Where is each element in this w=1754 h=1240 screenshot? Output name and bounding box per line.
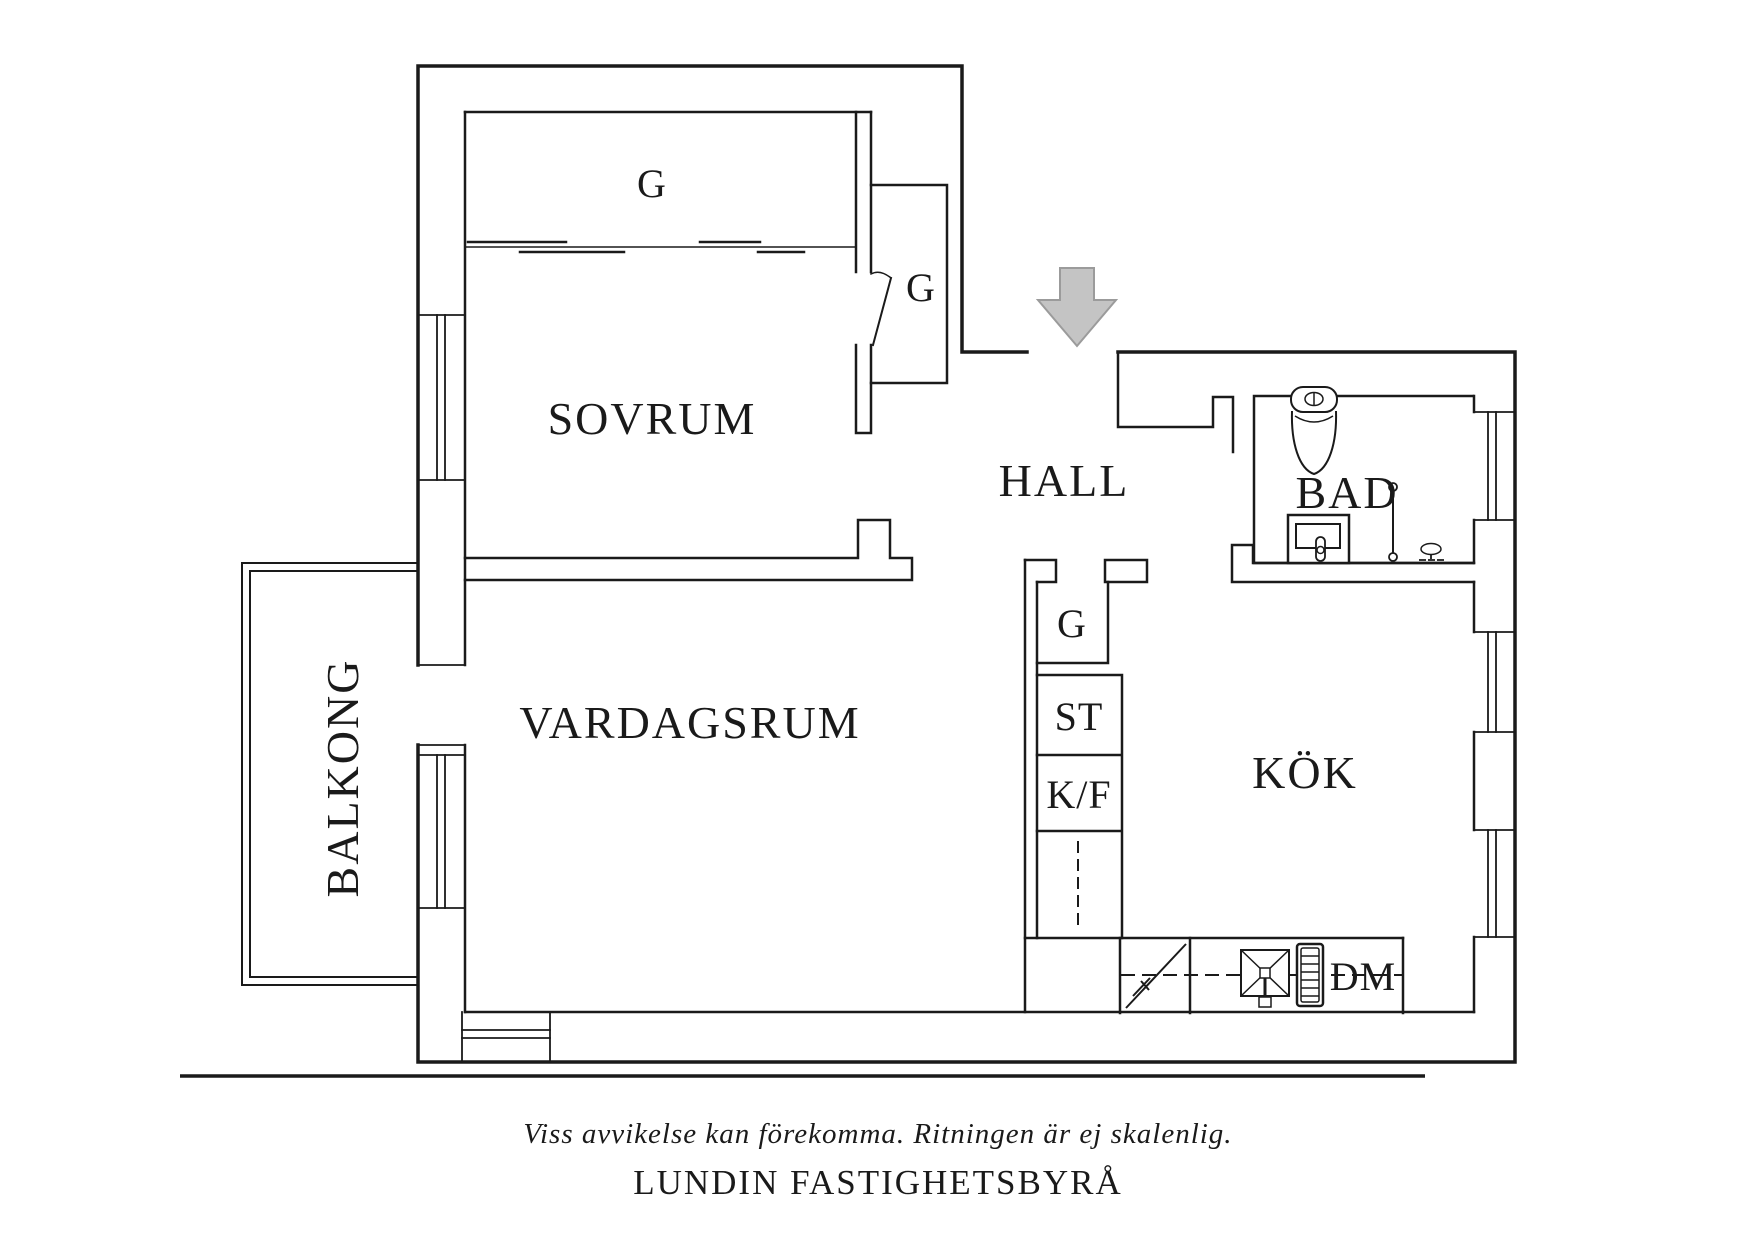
outer-wall-northwest <box>416 64 1029 667</box>
kitchen-window2-icon <box>1487 829 1497 938</box>
column-post-right <box>1103 558 1149 584</box>
bath-window-icon <box>1487 411 1497 521</box>
entry-niche-wall <box>1116 350 1235 454</box>
bathroom-fixtures <box>1286 386 1444 565</box>
dish-rack-rungs <box>1301 955 1319 997</box>
footer-brand-text: LUNDIN FASTIGHETSBYRÅ <box>633 1163 1123 1202</box>
south-window-icon <box>461 1029 551 1039</box>
entrance-arrow-icon <box>1035 267 1119 348</box>
bedroom-window-icon <box>436 314 446 481</box>
floor-drain-icon <box>1420 542 1442 556</box>
kitchen-sink-foot <box>1258 996 1272 1008</box>
room-label-sovrum: SOVRUM <box>548 393 757 444</box>
wardrobe-top-label: G <box>637 161 667 206</box>
kitchen-fixtures <box>1125 942 1325 1009</box>
footer: Viss avvikelse kan förekomma. Ritningen … <box>523 1118 1232 1202</box>
living-window-icon <box>436 754 446 909</box>
wardrobe-hall-door-arc <box>869 271 893 280</box>
room-label-hall: HALL <box>999 455 1130 506</box>
wardrobe-column-label: G <box>1057 601 1087 646</box>
outer-wall-southeast <box>416 350 1517 1064</box>
bath-sink-knob <box>1316 545 1325 555</box>
bedroom-window-caps <box>417 314 466 481</box>
wardrobe-hall-box <box>869 183 949 385</box>
dishwasher-label: DM <box>1330 954 1396 999</box>
kitchen-window2-caps <box>1473 829 1516 938</box>
column-post-left <box>1023 558 1058 584</box>
shower-rail-bottom <box>1388 552 1398 562</box>
stove-icon <box>1125 943 1187 1009</box>
closet-compartments <box>1035 673 1124 940</box>
kitchen-sink-drain <box>1259 967 1271 979</box>
walls <box>241 64 1517 1064</box>
footer-disclaimer-text: Viss avvikelse kan förekomma. Ritningen … <box>523 1118 1232 1150</box>
room-label-vardagsrum: VARDAGSRUM <box>519 697 860 748</box>
closet-label-kf: K/F <box>1046 772 1111 817</box>
balcony-door-threshold <box>417 664 466 746</box>
shower-rail-top <box>1388 482 1398 492</box>
kitchen-window1-icon <box>1487 631 1497 733</box>
toilet-bowl-rim <box>1294 415 1334 423</box>
dish-rack-inner <box>1300 947 1320 1003</box>
bath-window-caps <box>1473 411 1516 521</box>
room-label-bad: BAD <box>1295 467 1398 518</box>
bedroom-east-wall <box>854 110 873 435</box>
wardrobe-hall-label: G <box>906 265 936 310</box>
balcony-railing <box>241 562 419 986</box>
dish-rack-icon <box>1295 942 1325 1008</box>
wardrobe-column-box <box>1035 580 1110 665</box>
kitchen-window1-caps <box>1473 631 1516 733</box>
room-label-kok: KÖK <box>1252 747 1358 798</box>
closet-label-st: ST <box>1055 694 1104 739</box>
living-window-caps <box>417 754 466 909</box>
bedroom-living-divider-wall <box>463 518 914 582</box>
floor-drain-base <box>1419 554 1444 561</box>
wardrobe-hall-door-leaf <box>871 276 893 347</box>
room-labels: G SOVRUM G HALL BAD G ST K/F KÖK VARDAGS… <box>317 161 1398 999</box>
room-label-balkong: BALKONG <box>317 659 368 898</box>
toilet-bowl-icon <box>1290 410 1338 476</box>
wardrobe-top-sliding-doors <box>466 240 806 254</box>
south-window-caps <box>461 1011 551 1063</box>
